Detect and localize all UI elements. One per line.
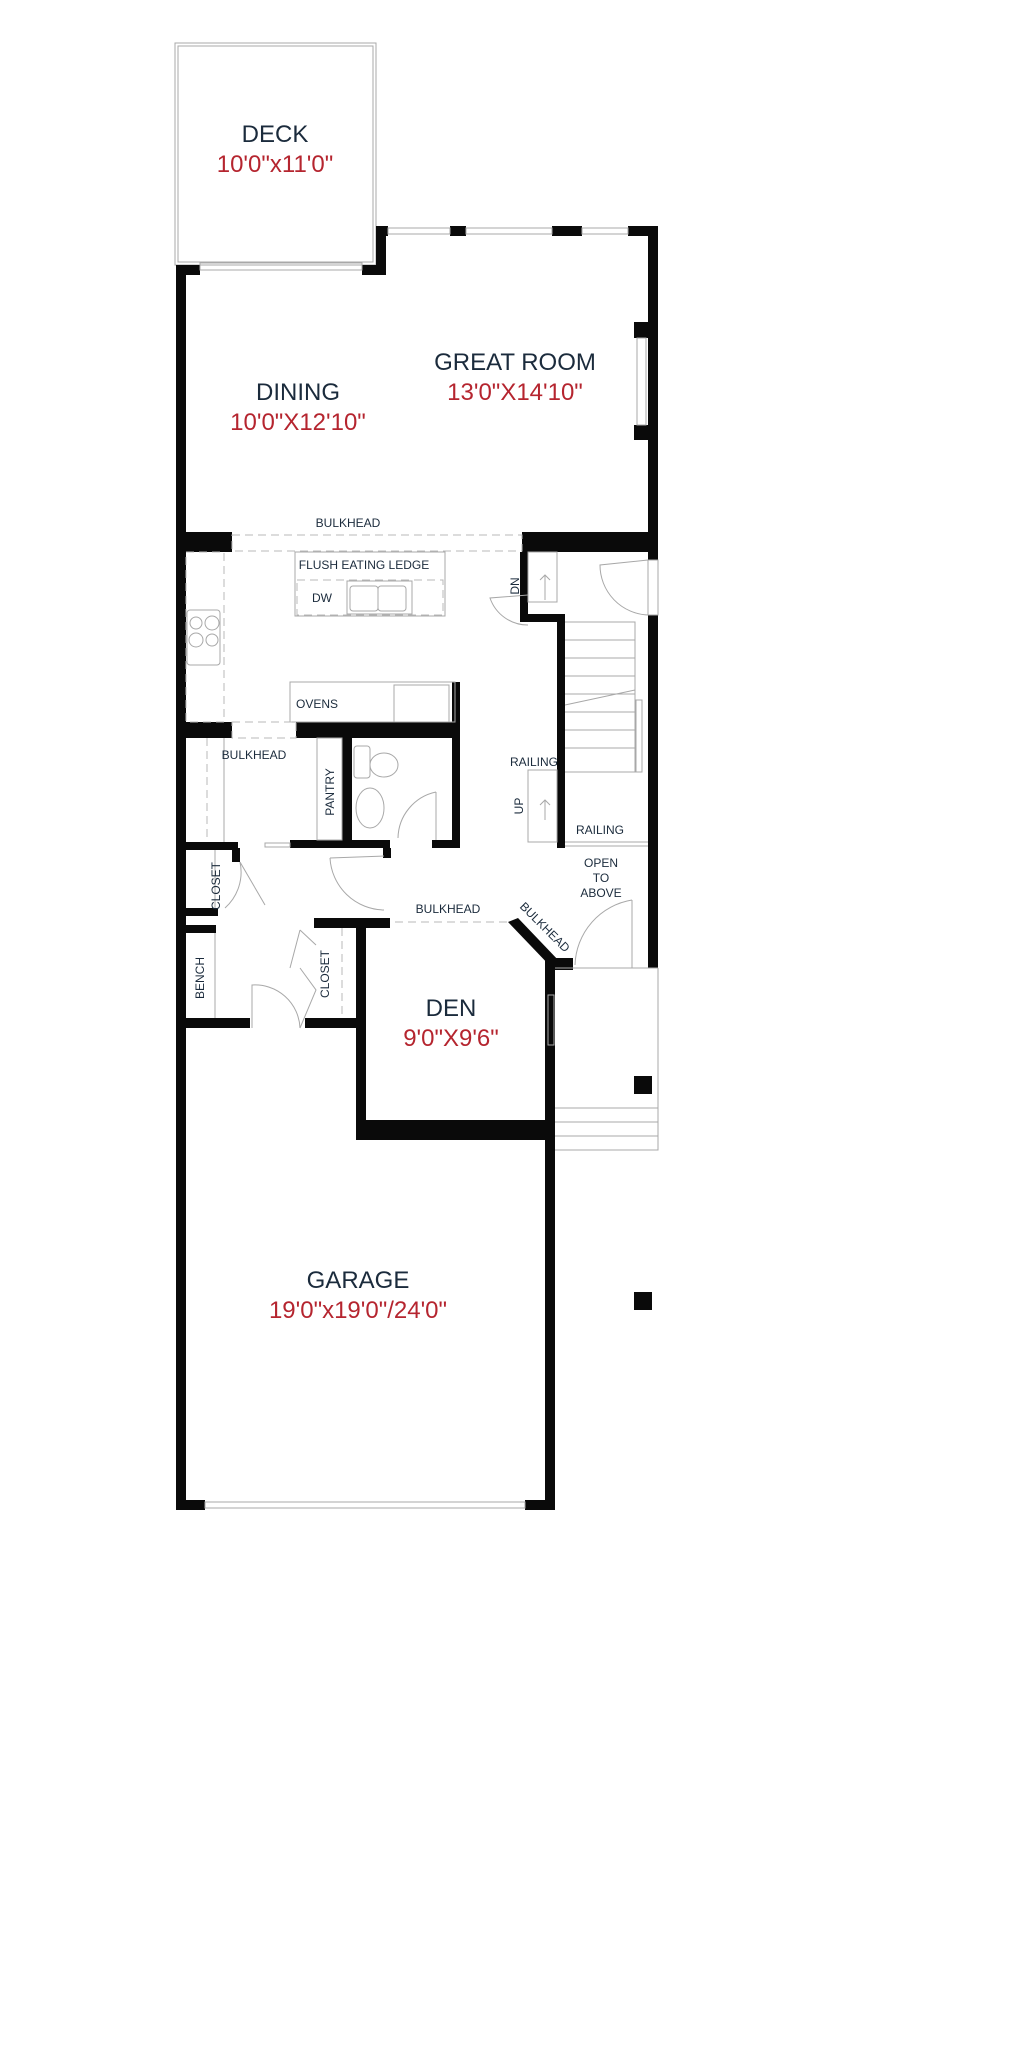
open-to-above-line3: ABOVE [580, 886, 621, 900]
stairs [489, 551, 648, 847]
open-to-above-line1: OPEN [584, 856, 618, 870]
great-room-dimensions: 13'0"X14'10" [447, 379, 583, 406]
down-label: DN [508, 577, 522, 594]
closet-right-label: CLOSET [318, 949, 332, 998]
up-label: UP [512, 798, 526, 815]
deck-name: DECK [242, 121, 309, 148]
bench-label: BENCH [193, 957, 207, 999]
pantry-label: PANTRY [323, 768, 337, 816]
dishwasher-label: DW [312, 591, 333, 605]
deck-outline-inner [177, 45, 374, 263]
garage-dimensions: 19'0"x19'0"/24'0" [269, 1297, 447, 1324]
deck-dimensions: 10'0"x11'0" [217, 151, 334, 178]
dining-name: DINING [256, 379, 340, 406]
bulkhead-kitchen-label: BULKHEAD [222, 748, 287, 762]
den-dimensions: 9'0"X9'6" [403, 1025, 499, 1052]
walls [176, 226, 658, 1510]
open-to-above-line2: TO [593, 871, 609, 885]
flush-eating-ledge-label: FLUSH EATING LEDGE [299, 558, 429, 572]
closet-left-label: CLOSET [209, 861, 223, 910]
garage-name: GARAGE [307, 1267, 410, 1294]
den-name: DEN [426, 995, 477, 1022]
bulkhead-den-label: BULKHEAD [416, 902, 481, 916]
railing-upper-label: RAILING [510, 755, 558, 769]
deck-outline [174, 42, 377, 266]
great-room-name: GREAT ROOM [434, 349, 596, 376]
windows-and-doors [199, 227, 659, 1509]
ovens-label: OVENS [296, 697, 338, 711]
kitchen-fixtures [185, 534, 659, 1151]
railing-lower-label: RAILING [576, 823, 624, 837]
bulkhead-label: BULKHEAD [316, 516, 381, 530]
dining-dimensions: 10'0"X12'10" [230, 409, 366, 436]
